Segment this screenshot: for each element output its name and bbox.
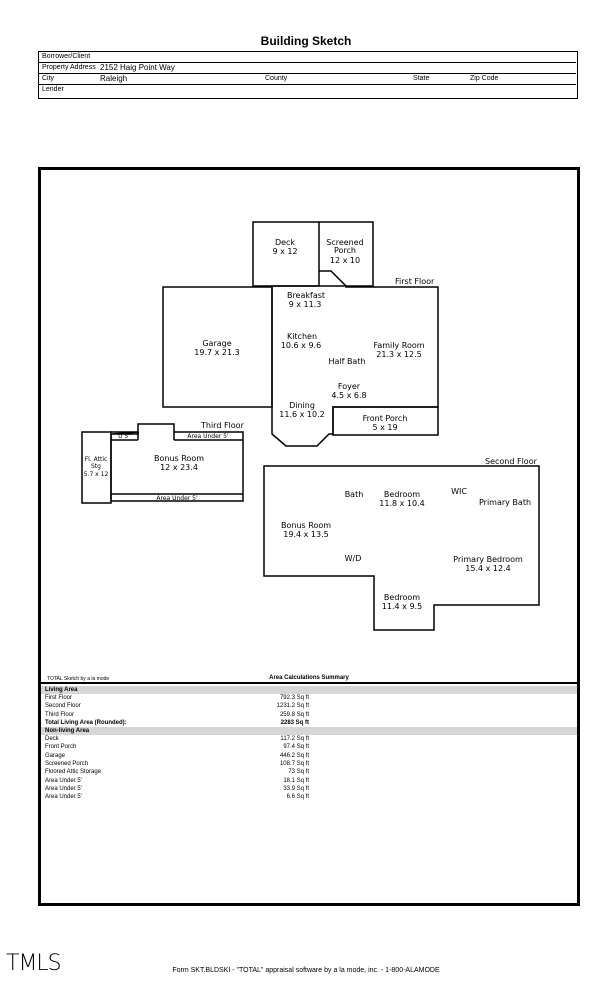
garage-name: Garage <box>202 339 231 348</box>
lender-row: Lender <box>39 85 576 97</box>
u5-label: U 5' <box>118 433 130 440</box>
form-footer: Form SKT.BLDSKI - "TOTAL" appraisal soft… <box>172 967 440 974</box>
kitchen-name: Kitchen <box>287 332 317 341</box>
sketch-frame: First Floor Second Floor Third Floor Dec… <box>38 167 580 906</box>
city-row: City Raleigh County State Zip Code <box>39 74 576 85</box>
breakfast-name: Breakfast <box>287 291 325 300</box>
dining-name: Dining <box>289 401 315 410</box>
total-living-area: Total Living Area (Rounded):2283 Sq ft <box>45 719 309 726</box>
bedroom-lower-dims: 11.4 x 9.5 <box>382 602 422 611</box>
bonus-room-2-dims: 19.4 x 13.5 <box>283 530 328 539</box>
primary-bedroom-dims: 15.4 x 12.4 <box>465 564 510 573</box>
list-item: Area Under 5'6.6 Sq ft <box>45 794 309 801</box>
screened-porch-dims: 12 x 10 <box>330 256 360 265</box>
front-porch-name: Front Porch <box>363 414 408 423</box>
second-floor-label: Second Floor <box>485 457 538 466</box>
garage-dims: 19.7 x 21.3 <box>194 348 239 357</box>
wic-name: WIC <box>451 487 467 496</box>
living-area-header: Living Area <box>41 686 577 694</box>
address-value: 2152 Haig Point Way <box>100 63 175 72</box>
page-title: Building Sketch <box>260 34 352 48</box>
area-under-bottom-label: Area Under 5' <box>156 495 198 502</box>
kitchen-dims: 10.6 x 9.6 <box>281 341 321 350</box>
front-porch-dims: 5 x 19 <box>372 423 397 432</box>
summary-divider <box>41 682 577 684</box>
foyer-dims: 4.5 x 6.8 <box>331 391 366 400</box>
list-item: Area Under 5'33.9 Sq ft <box>45 785 309 792</box>
deck-name: Deck <box>275 238 295 247</box>
foyer-name: Foyer <box>338 382 361 391</box>
bedroom-lower-name: Bedroom <box>384 593 420 602</box>
property-info-box: Borrower/Client Property Address 2152 Ha… <box>38 51 578 99</box>
zip-label: Zip Code <box>470 75 499 82</box>
screened-porch-name2: Porch <box>334 246 356 255</box>
attic-name2: Stg <box>91 463 101 470</box>
area-summary-title: Area Calculations Summary <box>269 675 349 681</box>
non-living-area-header: Non-living Area <box>41 727 577 736</box>
list-item: Area Under 5'18.1 Sq ft <box>45 777 309 784</box>
attic-dims: 5.7 x 12 <box>84 471 109 478</box>
bonus-room-3-name: Bonus Room <box>154 454 204 463</box>
deck-dims: 9 x 12 <box>272 247 297 256</box>
state-label: State <box>413 75 430 82</box>
third-floor-label: Third Floor <box>200 421 245 430</box>
primary-bath-name: Primary Bath <box>479 498 531 507</box>
family-room-name: Family Room <box>373 341 424 350</box>
attic-outline <box>81 431 112 504</box>
front-porch-outline <box>332 406 439 436</box>
city-label: City <box>42 75 55 82</box>
dining-dims: 11.6 x 10.2 <box>279 410 324 419</box>
sketch-credit: TOTAL Sketch by a la mode <box>47 676 110 682</box>
city-value: Raleigh <box>100 74 128 83</box>
borrower-label: Borrower/Client <box>42 53 91 60</box>
address-row: Property Address 2152 Haig Point Way <box>39 63 576 74</box>
bath-name: Bath <box>345 490 364 499</box>
second-floor-outline <box>263 465 540 631</box>
garage-outline <box>162 286 273 408</box>
area-under-top-label: Area Under 5' <box>187 433 229 440</box>
bedroom-upper-dims: 11.8 x 10.4 <box>379 499 424 508</box>
bonus-room-3-dims: 12 x 23.4 <box>160 463 198 472</box>
lender-label: Lender <box>42 86 64 93</box>
address-label: Property Address <box>42 64 96 71</box>
wd-name: W/D <box>345 554 362 563</box>
first-floor-label: First Floor <box>395 277 435 286</box>
floor-plan-sketch: First Floor Second Floor Third Floor Dec… <box>81 221 540 631</box>
primary-bedroom-name: Primary Bedroom <box>453 555 523 564</box>
tmls-watermark: TMLS <box>6 951 62 976</box>
screened-porch-name1: Screened <box>326 238 364 247</box>
half-bath-name: Half Bath <box>328 357 365 366</box>
bedroom-upper-name: Bedroom <box>384 490 420 499</box>
borrower-row: Borrower/Client <box>39 52 576 63</box>
breakfast-dims: 9 x 11.3 <box>289 300 322 309</box>
county-label: County <box>265 75 288 82</box>
family-room-dims: 21.3 x 12.5 <box>376 350 421 359</box>
first-floor-outline <box>271 285 439 447</box>
bonus-room-2-name: Bonus Room <box>281 521 331 530</box>
attic-name1: Fl. Attic <box>85 456 108 463</box>
screened-porch-outline <box>319 221 374 287</box>
